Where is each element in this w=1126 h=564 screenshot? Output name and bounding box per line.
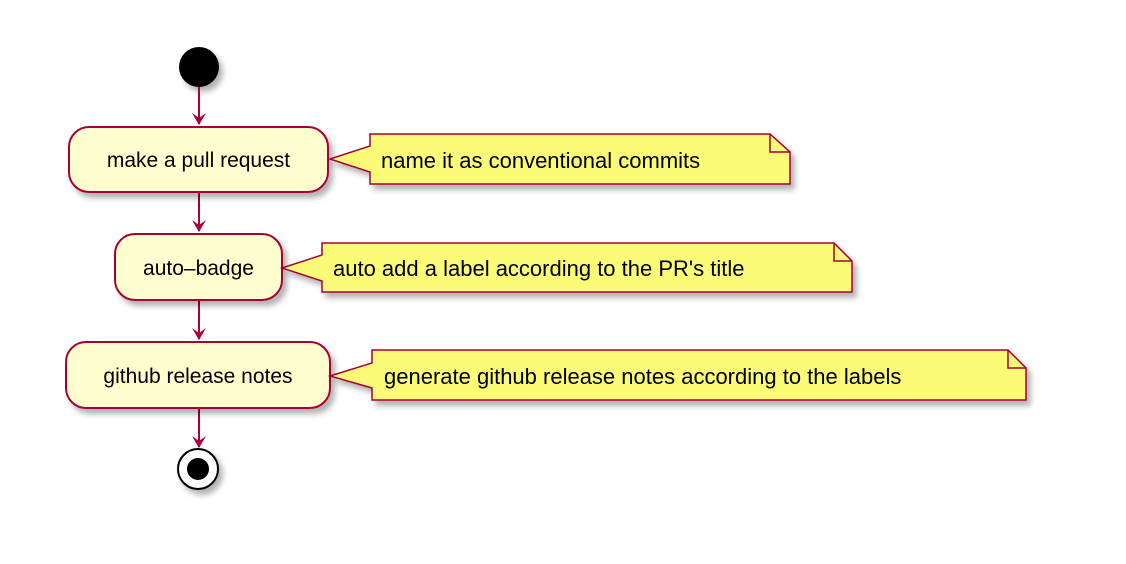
activity-label: github release notes xyxy=(103,365,292,388)
note-conventional-commits: name it as conventional commits xyxy=(327,133,791,185)
note-auto-add-label: auto add a label according to the PR's t… xyxy=(279,242,853,293)
activity-label: auto–badge xyxy=(143,257,254,280)
end-node xyxy=(177,448,219,490)
note-generate-release-notes: generate github release notes according … xyxy=(327,349,1027,401)
note-text: generate github release notes according … xyxy=(384,364,901,389)
activity-github-release-notes: github release notes xyxy=(65,341,331,409)
note-text: name it as conventional commits xyxy=(381,148,700,173)
note-text: auto add a label according to the PR's t… xyxy=(333,256,744,281)
activity-label: make a pull request xyxy=(107,149,290,172)
activity-auto-badge: auto–badge xyxy=(114,233,283,301)
start-node xyxy=(179,47,219,87)
activity-make-pull-request: make a pull request xyxy=(68,126,329,193)
